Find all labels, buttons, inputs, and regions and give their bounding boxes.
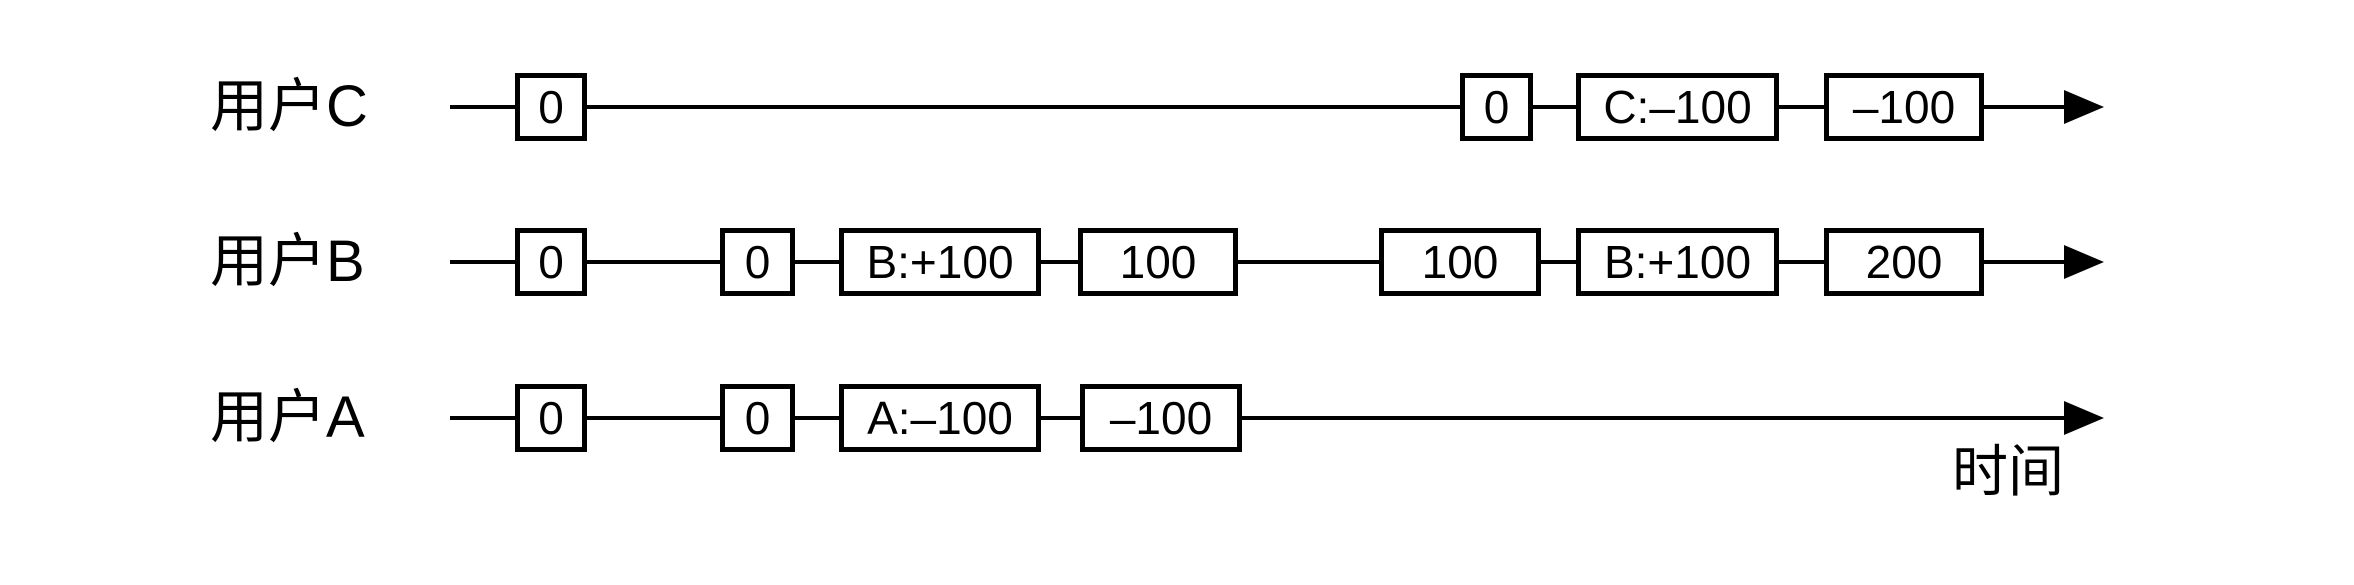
event-box: 0	[1460, 73, 1533, 141]
event-box: 0	[515, 73, 587, 141]
row-label-user-c: 用户C	[210, 74, 368, 139]
time-axis-label: 时间	[1952, 440, 2064, 503]
event-box: 0	[515, 384, 587, 452]
event-box: –100	[1824, 73, 1984, 141]
event-box: 0	[515, 228, 587, 296]
row-label-user-b: 用户B	[210, 229, 365, 294]
arrowhead-icon-user-c	[2064, 90, 2104, 124]
event-box: 0	[720, 228, 795, 296]
arrowhead-icon-user-a	[2064, 401, 2104, 435]
event-box: B:+100	[839, 228, 1041, 296]
row-label-user-a: 用户A	[210, 385, 365, 450]
event-box: B:+100	[1576, 228, 1779, 296]
timeline-line-user-a	[450, 416, 2066, 420]
timeline-line-user-c	[450, 105, 2066, 109]
event-box: A:–100	[839, 384, 1041, 452]
event-box: 100	[1078, 228, 1238, 296]
event-box: 200	[1824, 228, 1984, 296]
event-box: 100	[1379, 228, 1541, 296]
arrowhead-icon-user-b	[2064, 245, 2104, 279]
timeline-line-user-b	[450, 260, 2066, 264]
event-box: C:–100	[1576, 73, 1779, 141]
event-box: –100	[1080, 384, 1242, 452]
event-box: 0	[720, 384, 795, 452]
